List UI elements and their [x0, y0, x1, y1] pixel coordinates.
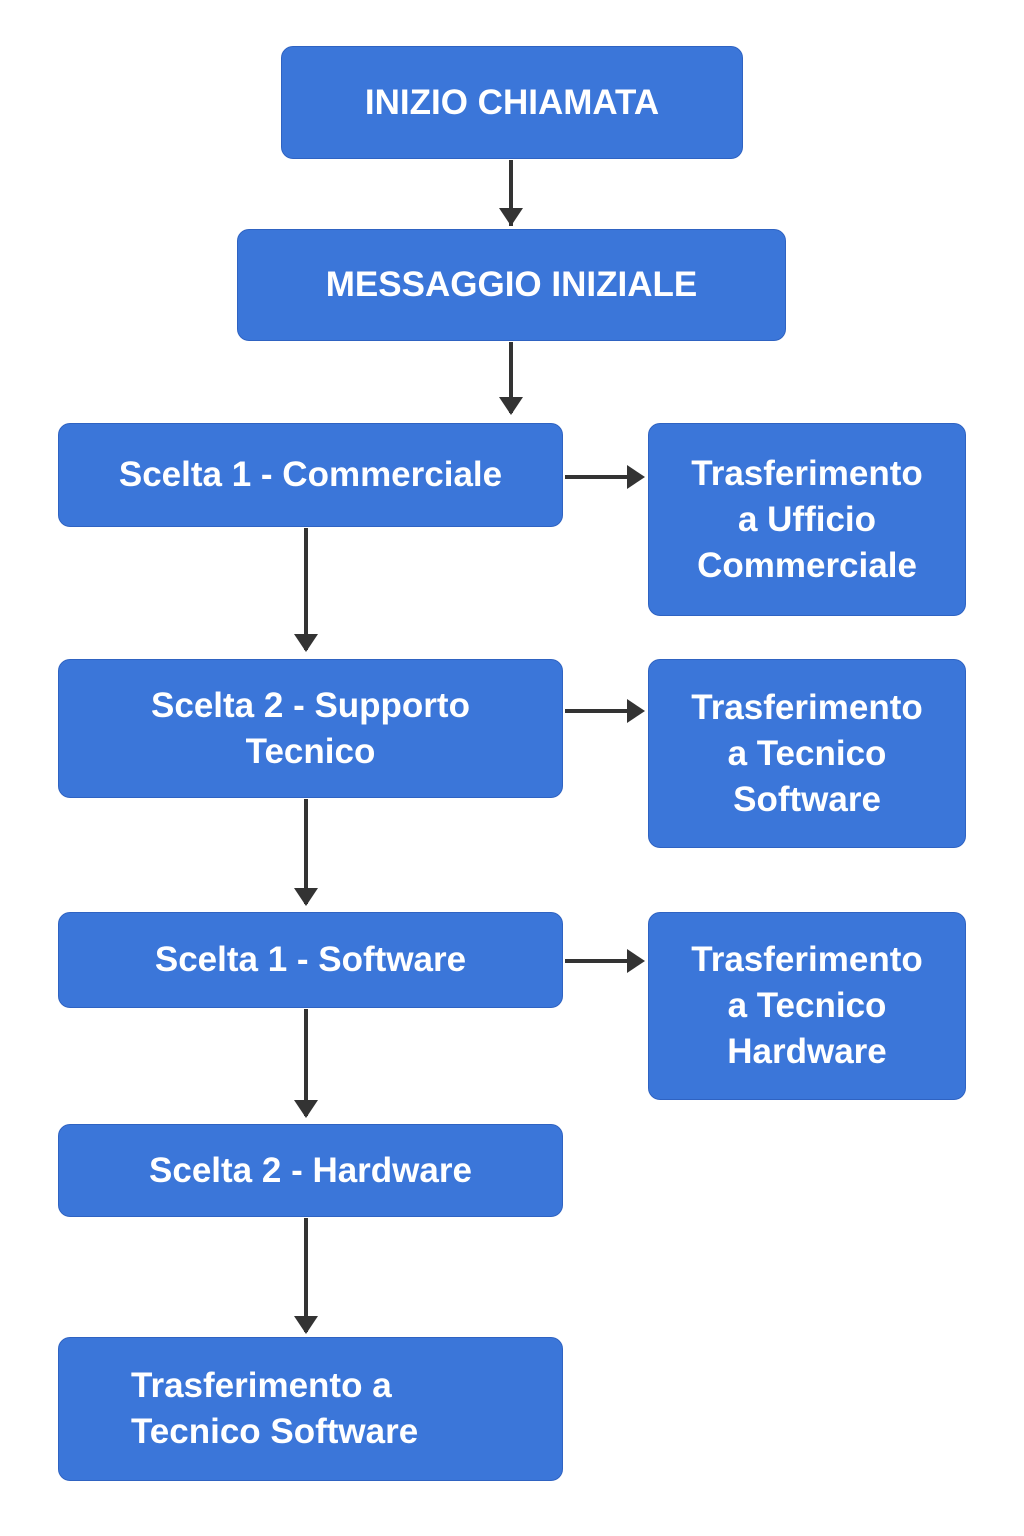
- arrowhead: [294, 1316, 318, 1334]
- node-label: Scelta 1 - Commerciale: [118, 455, 503, 494]
- node-label: Trasferimento a Tecnico Hardware: [691, 940, 923, 1071]
- arrowhead: [499, 208, 523, 226]
- arrowhead: [294, 888, 318, 906]
- node-choice1-sales: Scelta 1 - Commerciale: [58, 423, 563, 527]
- arrowhead: [627, 699, 645, 723]
- node-start: INIZIO CHIAMATA: [281, 46, 743, 159]
- node-label: Scelta 2 - Supporto Tecnico: [151, 685, 470, 771]
- node-label: Trasferimento a Tecnico Software: [691, 687, 923, 819]
- node-choice1-software: Scelta 1 - Software: [58, 912, 563, 1008]
- arrowhead: [627, 465, 645, 489]
- node-final-transfer: Trasferimento a Tecnico Software: [58, 1337, 563, 1481]
- arrowhead: [499, 397, 523, 415]
- arrowhead: [294, 1100, 318, 1118]
- node-label: MESSAGGIO INIZIALE: [325, 265, 698, 304]
- node-label: Scelta 2 - Hardware: [149, 1150, 472, 1190]
- arrowhead: [294, 634, 318, 652]
- node-transfer-software: Trasferimento a Tecnico Software: [648, 659, 966, 848]
- node-label: Trasferimento a Tecnico Software: [131, 1366, 419, 1451]
- node-label: Trasferimento a Ufficio Commerciale: [691, 453, 923, 585]
- node-welcome-message: MESSAGGIO INIZIALE: [237, 229, 786, 341]
- node-label: Scelta 1 - Software: [154, 940, 467, 979]
- arrowhead: [627, 949, 645, 973]
- node-choice2-hardware: Scelta 2 - Hardware: [58, 1124, 563, 1217]
- node-transfer-sales: Trasferimento a Ufficio Commerciale: [648, 423, 966, 616]
- node-transfer-hardware: Trasferimento a Tecnico Hardware: [648, 912, 966, 1100]
- node-label: INIZIO CHIAMATA: [364, 82, 660, 122]
- node-choice2-support: Scelta 2 - Supporto Tecnico: [58, 659, 563, 798]
